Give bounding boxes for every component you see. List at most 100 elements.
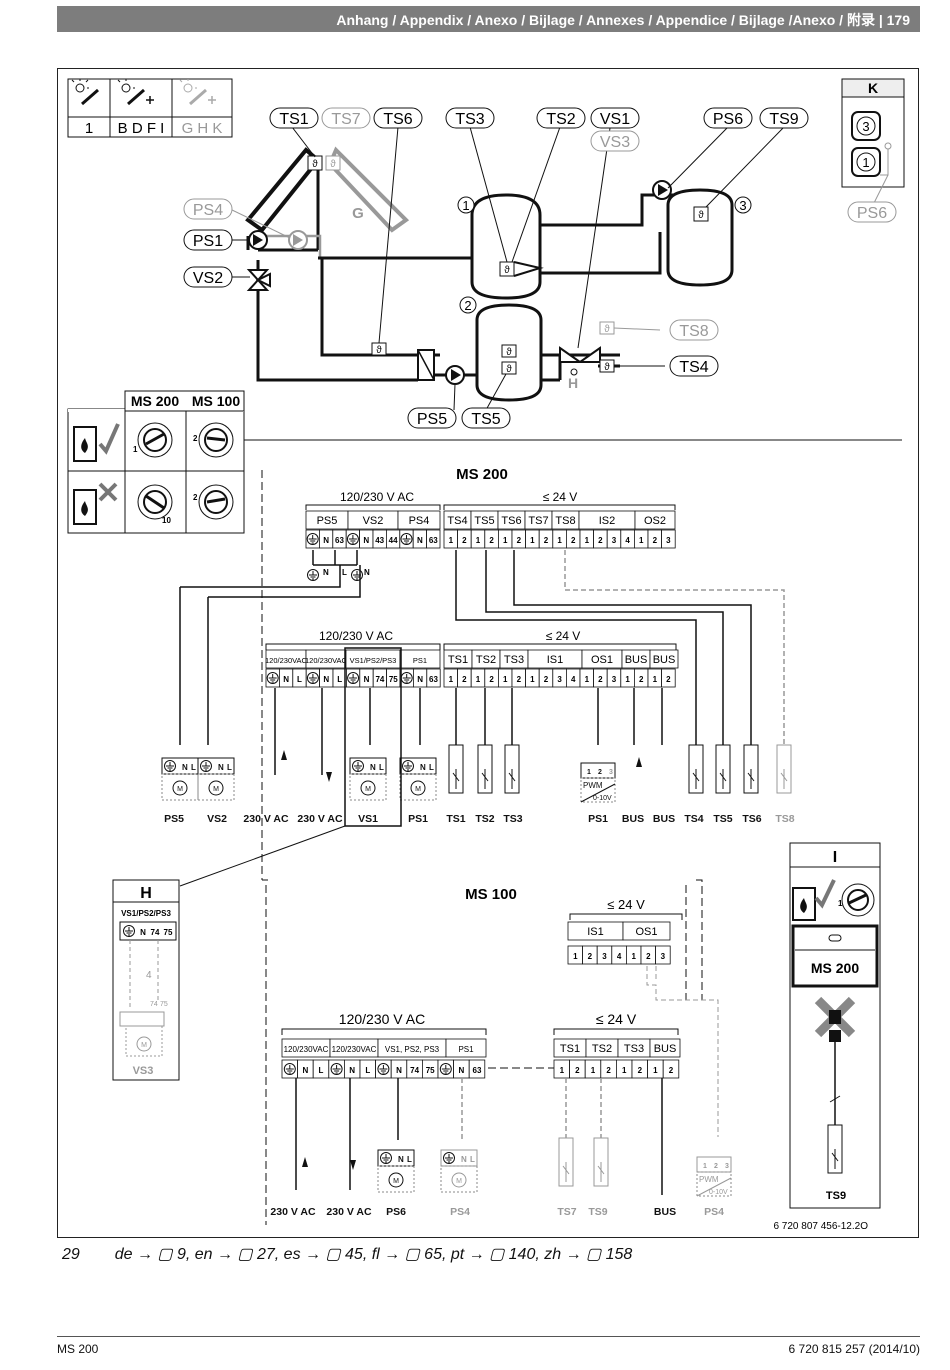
dial: 1 [133, 422, 173, 458]
ground-icon [402, 760, 414, 772]
flame-icon [800, 898, 807, 913]
terminal: 1 [631, 952, 636, 961]
motor-icon [208, 780, 224, 796]
column-head: IS2 [599, 515, 616, 527]
bridge-label: L [342, 568, 347, 577]
terminal: 1 [585, 675, 590, 684]
terminal: 2 [544, 675, 549, 684]
terminal: N [461, 1155, 467, 1164]
terminal: 63 [335, 536, 344, 545]
terminal: 3 [557, 675, 562, 684]
doc-code: 6 720 807 456-12.2O [773, 1221, 868, 1232]
terminal: 2 [639, 675, 644, 684]
column-head: 120/230VAC [332, 1045, 377, 1054]
ground-icon [306, 672, 319, 684]
column-head: PS1 [413, 656, 427, 665]
ground-icon [330, 1063, 343, 1075]
terminal: N [363, 536, 369, 545]
wiring-lower [295, 1078, 663, 1195]
sensor-icon [558, 1137, 574, 1187]
terminal: 1 [573, 952, 578, 961]
terminal: 3 [661, 952, 666, 961]
pwm-frame [696, 1171, 732, 1197]
ground-icon [400, 672, 413, 684]
pwm-range: 0-10V [709, 1189, 728, 1196]
dial: 10 [137, 484, 173, 525]
terminal: 3 [612, 536, 617, 545]
terminal: 1 [449, 675, 454, 684]
terminal: 2 [646, 952, 651, 961]
terminal: 2 [517, 675, 522, 684]
page-header-title: Anhang / Appendix / Anexo / Bijlage / An… [336, 12, 910, 28]
terminal: 1 [530, 536, 535, 545]
column-head: TS1 [560, 1043, 580, 1055]
device-label: VS2 [207, 813, 227, 825]
ground-icon [443, 1152, 455, 1164]
figure-caption: 29 de → ▢ 9, en → ▢ 27, es → ▢ 45, fl → … [62, 1244, 632, 1264]
ground-icon [377, 1063, 390, 1075]
sensor-icon [593, 1137, 609, 1187]
terminal: L [191, 763, 196, 772]
detail-h-label: VS3 [133, 1065, 154, 1077]
ground-icon [266, 672, 279, 684]
sun-plus-icon [117, 79, 154, 106]
legend-col-1: 1 [85, 120, 93, 137]
terminal: 74 [410, 1066, 419, 1075]
ground-icon [380, 1152, 392, 1164]
column-head: BUS [653, 654, 676, 666]
device-label: TS2 [475, 813, 494, 825]
terminal: 75 [426, 1066, 435, 1075]
terminal: 3 [666, 536, 671, 545]
ms100-upper-block: 120/230 V AC ≤ 24 V 120/230VAC120/230VAC… [265, 629, 679, 688]
motor-icon [360, 780, 376, 796]
device-label: TS8 [775, 813, 794, 825]
motor-icon [451, 1172, 467, 1188]
terminal: 2 [489, 675, 494, 684]
header-cell [397, 510, 441, 530]
bridge-label: N [364, 568, 370, 577]
ground-icon [283, 1063, 296, 1075]
terminal: 2 [638, 1066, 643, 1075]
dial-value: 2 [193, 434, 198, 443]
h-label: H [568, 375, 578, 391]
label-ts7: TS7 [331, 111, 360, 128]
terminal: 1 [560, 1066, 565, 1075]
pwm-diagonal [580, 783, 616, 803]
option-i-label: TS9 [826, 1190, 846, 1202]
dial-value: 1 [133, 445, 138, 454]
terminal: 75 [389, 675, 398, 684]
terminal: 2 [714, 1163, 718, 1170]
column-head: TS7 [528, 515, 548, 527]
flame-icon [81, 438, 88, 453]
terminal-cell [661, 668, 676, 688]
ground-icon [346, 533, 359, 545]
svg-text:ϑ: ϑ [506, 364, 512, 375]
terminal: L [337, 675, 342, 684]
column-head: TS3 [624, 1043, 644, 1055]
terminal: 2 [517, 536, 522, 545]
terminal: 75 [160, 1001, 168, 1008]
label-vs3: VS3 [600, 134, 630, 151]
terminal-cell [662, 1059, 680, 1079]
terminal: 1 [503, 536, 508, 545]
terminal-cell [426, 668, 441, 688]
terminal: N [323, 536, 329, 545]
tank-1-number: 1 [462, 198, 469, 213]
ms200-power-group: 120/230 V AC [340, 490, 414, 504]
device-label: TS3 [503, 813, 522, 825]
terminal: 2 [571, 536, 576, 545]
terminal: N [398, 1155, 404, 1164]
terminal: 75 [164, 928, 173, 937]
terminal: 1 [530, 675, 535, 684]
terminal: N [370, 763, 376, 772]
terminal: 63 [429, 675, 438, 684]
detail-h-panel: H VS1/PS2/PS3 N 74 75 4 74 75 M VS3 [112, 879, 180, 1081]
label-ts2: TS2 [546, 111, 575, 128]
terminal: 2 [606, 1066, 611, 1075]
sensor-icon [715, 744, 731, 794]
device-label: PS5 [164, 813, 184, 825]
